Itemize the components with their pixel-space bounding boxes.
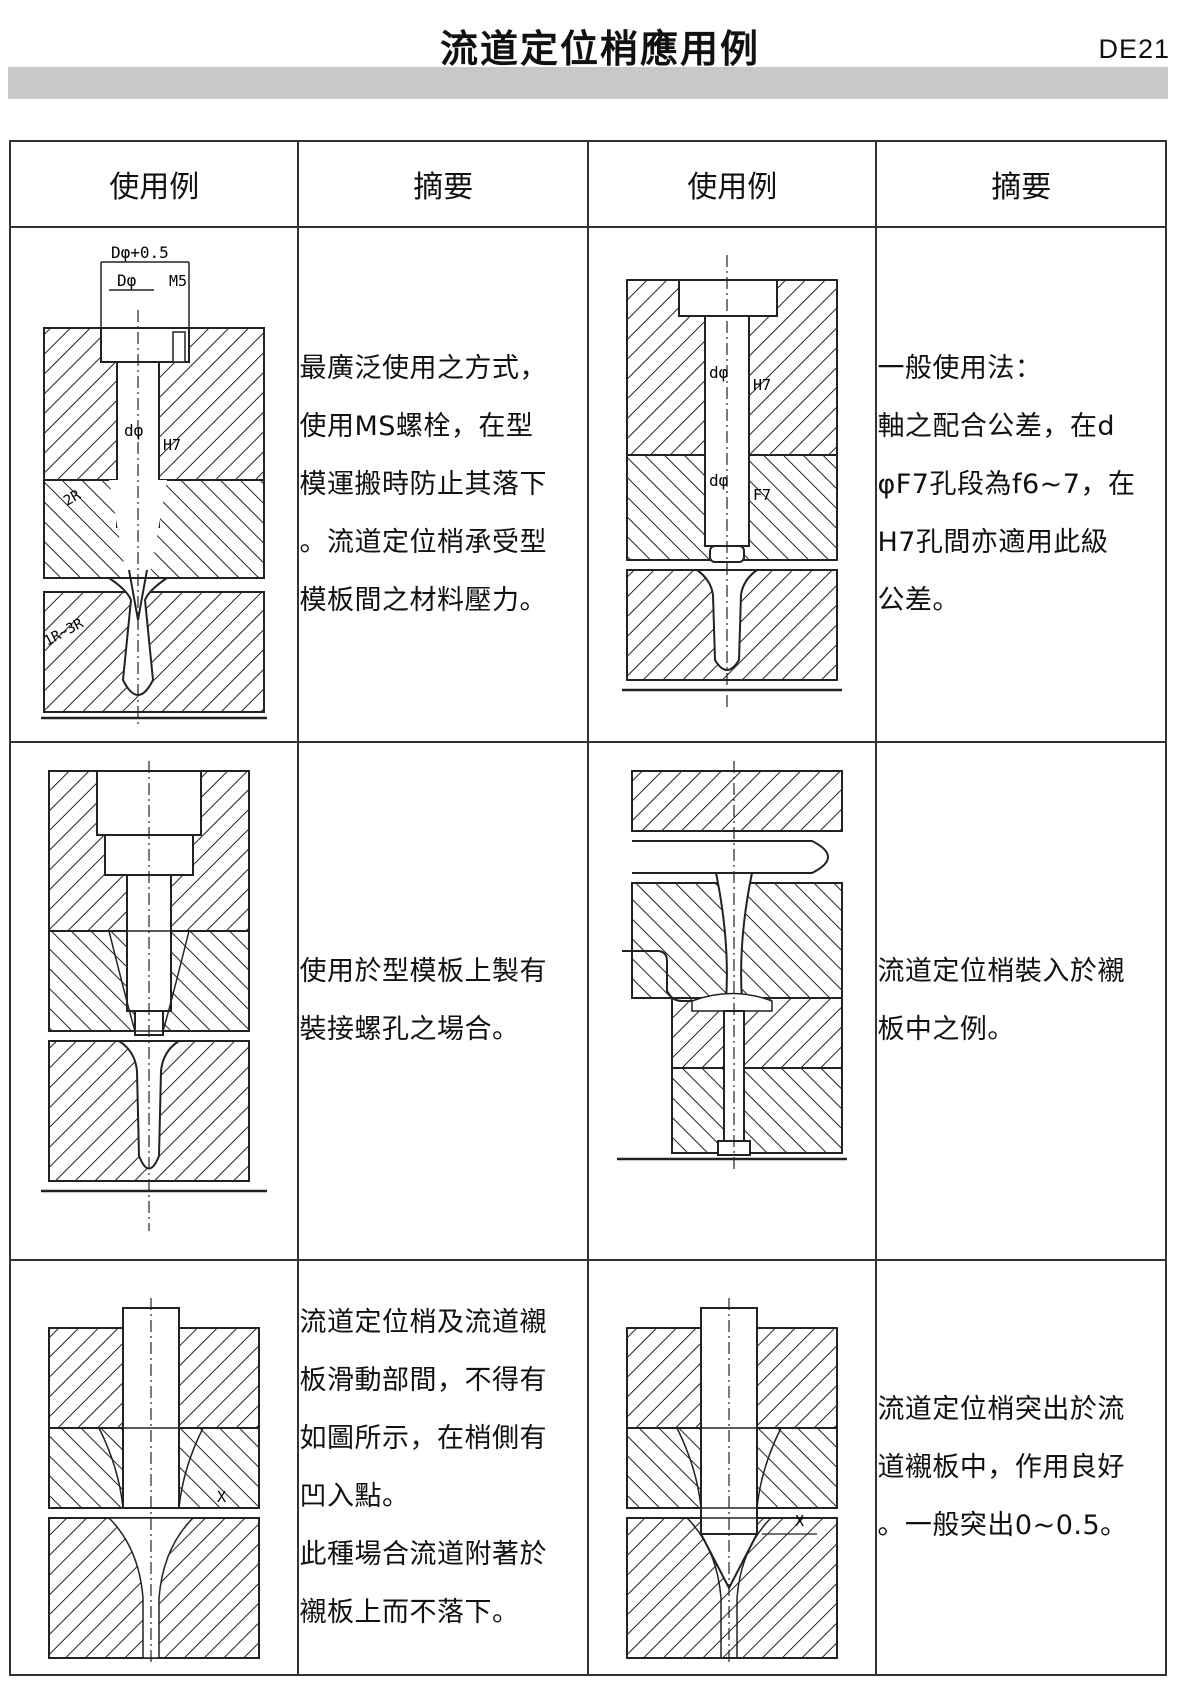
summary-line: 板滑動部間，不得有 bbox=[299, 1364, 547, 1396]
summary-line: 道襯板中，作用良好 bbox=[877, 1451, 1125, 1483]
dim-head-label: Dφ bbox=[117, 271, 137, 290]
sprue-puller-drawing-ms-bolt: Dφ+0.5 Dφ M5 bbox=[41, 243, 268, 728]
summary-line: 。流道定位梢承受型 bbox=[299, 526, 547, 558]
table-header-row: 使用例 摘要 使用例 摘要 bbox=[8, 140, 1167, 228]
gap-mark-label: X bbox=[217, 1488, 226, 1506]
summary-cell: 一般使用法： 軸之配合公差，在d φF7孔段為f6~7，在 H7孔間亦適用此級 … bbox=[875, 226, 1167, 743]
sprue-puller-drawing-recess: X bbox=[48, 1297, 261, 1663]
summary-line: φF7孔段為f6~7，在 bbox=[877, 468, 1136, 500]
fit-upper-label: H7 bbox=[753, 376, 771, 394]
figure-cell bbox=[586, 741, 878, 1261]
bolt-label: M5 bbox=[169, 272, 187, 290]
summary-line: 凹入點。 bbox=[299, 1480, 410, 1512]
dim-top-label: Dφ+0.5 bbox=[111, 243, 169, 262]
table-row: X 流道定位梢及流道襯 板滑動部間，不得有 如圖所示，在梢側有 凹入點。 此種場… bbox=[8, 1259, 1167, 1676]
col-header-summary-left: 摘要 bbox=[297, 140, 589, 228]
page-title: 流道定位梢應用例 bbox=[439, 27, 760, 71]
summary-line: 裝接螺孔之場合。 bbox=[299, 1014, 520, 1045]
summary-line: 模運搬時防止其落下 bbox=[299, 468, 547, 500]
figure-cell: X bbox=[8, 1259, 300, 1676]
summary-cell: 最廣泛使用之方式， 使用MS螺栓，在型 模運搬時防止其落下 。流道定位梢承受型 … bbox=[297, 226, 589, 743]
figure-cell: Dφ+0.5 Dφ M5 bbox=[8, 226, 300, 743]
fit-lower-label: F7 bbox=[753, 486, 771, 504]
sprue-puller-drawing-protrusion: X bbox=[626, 1297, 839, 1663]
summary-line: 使用於型模板上製有 bbox=[299, 956, 547, 987]
summary-cell: 流道定位梢裝入於襯 板中之例。 bbox=[875, 741, 1167, 1261]
summary-line: 。一般突出0~0.5。 bbox=[877, 1509, 1128, 1541]
fit-label: H7 bbox=[163, 436, 181, 454]
figure-cell: X bbox=[586, 1259, 878, 1676]
summary-cell: 使用於型模板上製有 裝接螺孔之場合。 bbox=[297, 741, 589, 1261]
figure-cell: dφ H7 dφ F7 bbox=[586, 226, 878, 743]
col-header-example-right: 使用例 bbox=[586, 140, 878, 228]
summary-line: 流道定位梢及流道襯 bbox=[299, 1306, 547, 1338]
summary-line: 流道定位梢突出於流 bbox=[877, 1393, 1125, 1425]
figure-cell bbox=[8, 741, 300, 1261]
dim-shaft-label: dφ bbox=[124, 421, 144, 440]
table-row: 使用於型模板上製有 裝接螺孔之場合。 流道定位梢裝入於襯 板中之例。 bbox=[8, 741, 1167, 1261]
radius-label-1: 2R bbox=[61, 486, 84, 509]
summary-line: 軸之配合公差，在d bbox=[877, 410, 1116, 442]
gap-mark-label: X bbox=[795, 1512, 804, 1530]
sprue-puller-drawing-fit: dφ H7 dφ F7 bbox=[622, 254, 843, 710]
sprue-puller-drawing-threaded-plate bbox=[41, 761, 268, 1231]
summary-line: 襯板上而不落下。 bbox=[299, 1596, 520, 1628]
summary-line: 一般使用法： bbox=[877, 352, 1043, 384]
summary-line: 此種場合流道附著於 bbox=[299, 1538, 547, 1570]
page-code: DE21 bbox=[1098, 34, 1170, 64]
application-table: 使用例 摘要 使用例 摘要 Dφ+0.5 Dφ M5 bbox=[8, 140, 1167, 1676]
summary-line: 最廣泛使用之方式， bbox=[299, 352, 547, 384]
header-bar bbox=[8, 67, 1168, 99]
col-header-example-left: 使用例 bbox=[8, 140, 300, 228]
dim-lower-label: dφ bbox=[709, 471, 729, 490]
summary-line: 板中之例。 bbox=[877, 1014, 1015, 1045]
summary-line: 流道定位梢裝入於襯 bbox=[877, 956, 1125, 987]
sprue-puller-drawing-bushing bbox=[617, 761, 848, 1171]
summary-line: 使用MS螺栓，在型 bbox=[299, 410, 534, 442]
summary-line: 如圖所示，在梢側有 bbox=[299, 1422, 547, 1454]
col-header-summary-right: 摘要 bbox=[875, 140, 1167, 228]
summary-line: 模板間之材料壓力。 bbox=[299, 584, 547, 616]
summary-line: H7孔間亦適用此級 bbox=[877, 526, 1109, 558]
dim-upper-label: dφ bbox=[709, 363, 729, 382]
summary-line: 公差。 bbox=[877, 584, 960, 616]
summary-cell: 流道定位梢突出於流 道襯板中，作用良好 。一般突出0~0.5。 bbox=[875, 1259, 1167, 1676]
table-row: Dφ+0.5 Dφ M5 bbox=[8, 226, 1167, 743]
summary-cell: 流道定位梢及流道襯 板滑動部間，不得有 如圖所示，在梢側有 凹入點。 此種場合流… bbox=[297, 1259, 589, 1676]
